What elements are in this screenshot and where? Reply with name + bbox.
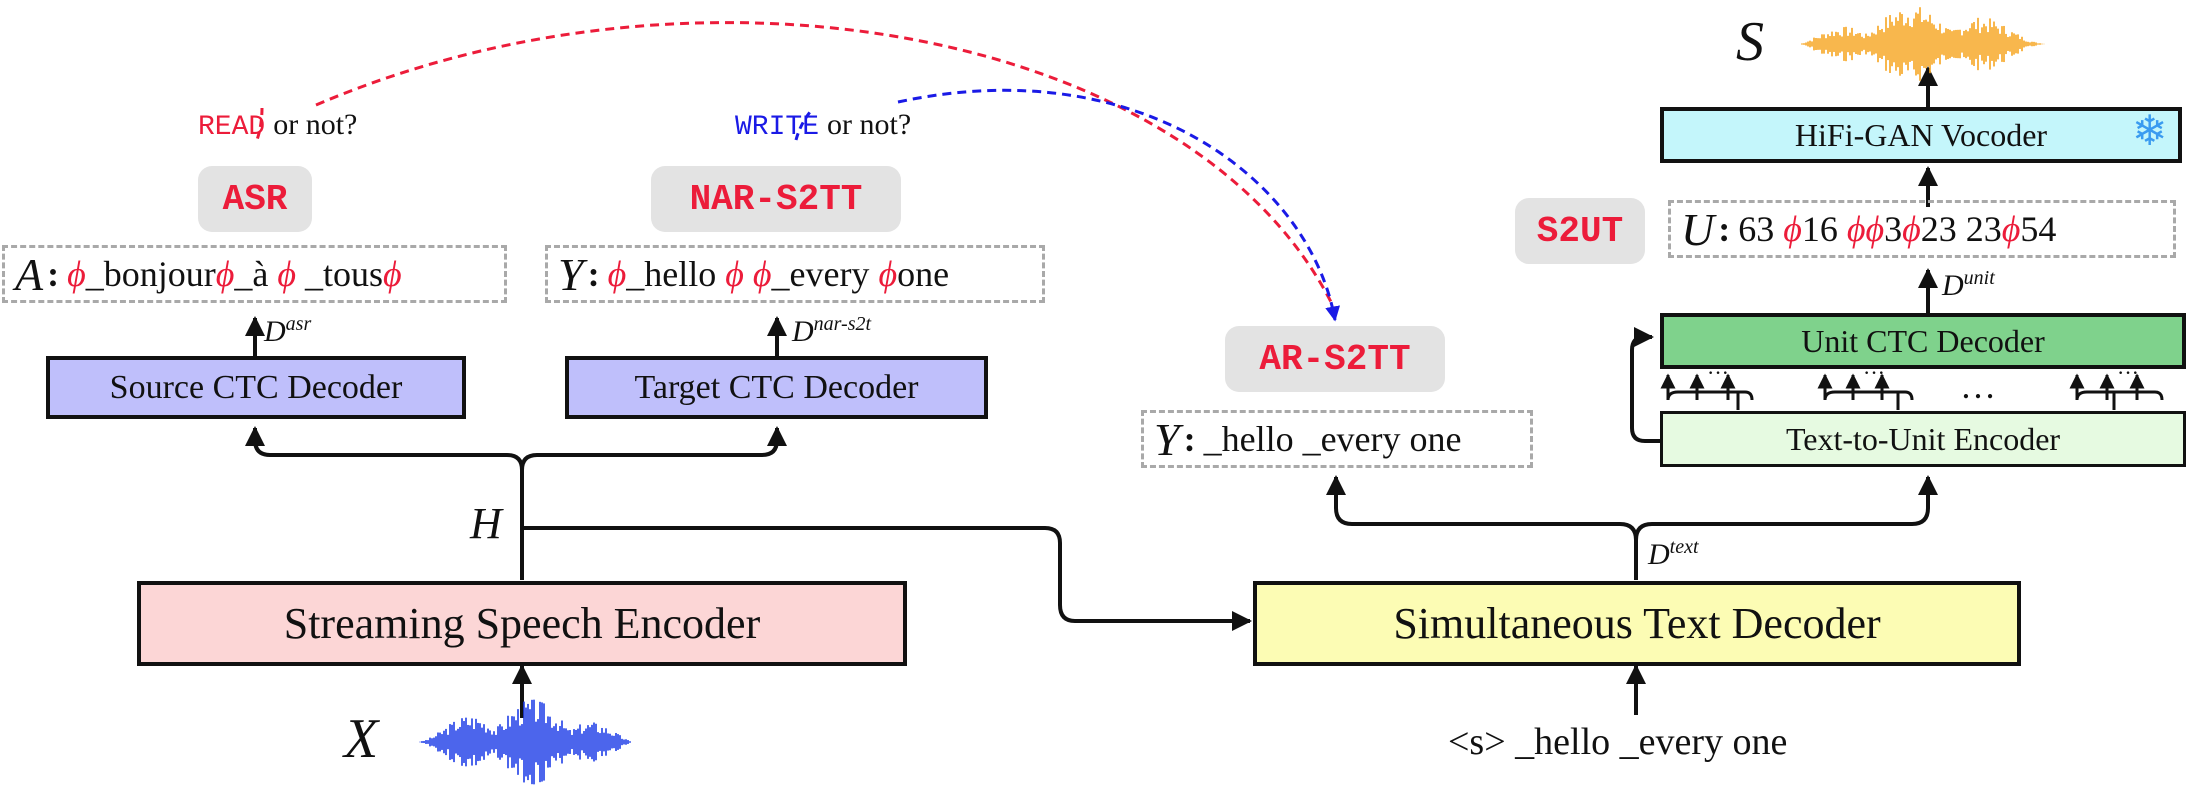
label-d-text-sup: text [1669,536,1699,558]
token: _à [234,254,269,294]
label-d-unit-sup: unit [1963,267,1995,289]
blank-symbol: ϕ [607,254,627,294]
write-connector [794,111,812,141]
token: _every [771,254,879,294]
blank-symbol: ϕ [215,254,235,294]
source-ctc-decoder: Source CTC Decoder [46,356,466,419]
sequence-nar-colon: : [587,254,600,294]
sequence-nar-var: Y [558,248,584,300]
token: _bonjour [85,254,216,294]
token: 23 23 [1920,209,2002,249]
blank-symbol: ϕ [878,254,898,294]
token: one [897,254,950,294]
ellipsis-between: … [1960,366,1996,406]
label-d-unit: Dunit [1942,267,1995,303]
tag-s2ut: S2UT [1515,198,1645,264]
blank-symbol: ϕ [383,254,402,294]
vocoder-label: HiFi-GAN Vocoder [1794,116,2048,153]
attention-arrows [1660,373,2164,410]
sequence-ar-var: Y [1154,413,1180,465]
blank-symbol: ϕ [2001,209,2021,249]
ellipsis-attn-1: ··· [1707,360,1729,385]
simultaneous-text-decoder: Simultaneous Text Decoder [1253,581,2021,666]
sequence-ar-text: _hello _every one [1203,419,1462,459]
label-d-asr: Dasr [264,313,311,349]
sequence-units-colon: : [1718,209,1731,249]
label-d-nar-sup: nar-s2t [813,313,872,335]
arrow-text-decoder-to-t2u [1634,475,1938,541]
label-d-text: Dtext [1648,536,1699,572]
blank-symbol: ϕ [67,254,86,294]
write-dashed-curve [897,88,1340,322]
blank-symbol: ϕ ϕ [725,254,772,294]
token: 3 [1884,209,1903,249]
unit-ctc-decoder: Unit CTC Decoder [1660,313,2186,369]
sequence-asr-var: A [15,248,44,300]
sequence-asr-tokens: ϕ_bonjourϕ_à ϕ _tousϕ [67,253,402,295]
sequence-asr: A : ϕ_bonjourϕ_à ϕ _tousϕ [2,245,507,303]
hifi-gan-vocoder: HiFi-GAN Vocoder [1660,107,2182,163]
text-to-unit-encoder: Text-to-Unit Encoder [1660,411,2186,467]
blank-symbol: ϕϕ [1846,209,1885,249]
target-ctc-decoder: Target CTC Decoder [565,356,988,419]
token: _tous [305,254,384,294]
token: 54 [2020,209,2057,249]
tag-nar-s2tt: NAR-S2TT [651,166,901,232]
sequence-ar: Y : _hello _every one [1141,410,1533,468]
sequence-ar-colon: : [1183,419,1196,459]
ellipsis-attn-3: ··· [2117,360,2139,385]
label-d-nar: Dnar-s2t [792,313,871,349]
label-d-text-base: D [1648,538,1670,571]
arrow-h-to-target-ctc [520,426,787,471]
write-suffix: or not? [827,108,912,141]
token: 63 [1738,209,1784,249]
snowflake-icon: ❄ [2132,106,2168,155]
arrow-text-decoder-to-ar [1326,475,1638,580]
label-d-nar-base: D [792,315,814,348]
tag-asr: ASR [198,166,312,232]
read-connector [255,107,264,141]
label-d-asr-sup: asr [285,313,312,335]
sequence-nar-tokens: ϕ_hello ϕ ϕ_every ϕone [608,253,949,295]
blank-symbol: ϕ [1783,209,1802,249]
decoder-input-text: <s> _hello _every one [1448,721,1788,763]
tag-ar-s2tt: AR-S2TT [1225,326,1445,392]
sequence-units-tokens: 63 ϕ16 ϕϕ3ϕ23 23ϕ54 [1738,208,2056,250]
sequence-nar: Y : ϕ_hello ϕ ϕ_every ϕone [545,245,1045,303]
write-keyword: WRITE [735,112,820,143]
input-waveform [419,699,631,785]
arrow-h-to-text-decoder [522,526,1252,631]
label-x: X [344,708,379,770]
read-suffix: or not? [273,108,358,141]
label-d-unit-base: D [1942,269,1964,302]
read-dashed-curve [315,21,1337,311]
sequence-units: U : 63 ϕ16 ϕϕ3ϕ23 23ϕ54 [1668,200,2176,258]
output-waveform [1801,7,2045,81]
sequence-units-var: U [1681,203,1715,255]
label-s: S [1736,11,1764,73]
blank-symbol: ϕ [268,254,306,294]
label-d-asr-base: D [264,315,286,348]
sequence-asr-colon: : [47,254,60,294]
arrow-t2u-loop [1630,327,1660,443]
ellipsis-attn-2: ··· [1863,360,1885,385]
token: 16 [1801,209,1847,249]
token: _hello [626,254,726,294]
blank-symbol: ϕ [1902,209,1921,249]
streaming-speech-encoder: Streaming Speech Encoder [137,581,907,666]
label-h: H [470,499,502,548]
read-keyword: READ [198,112,266,143]
